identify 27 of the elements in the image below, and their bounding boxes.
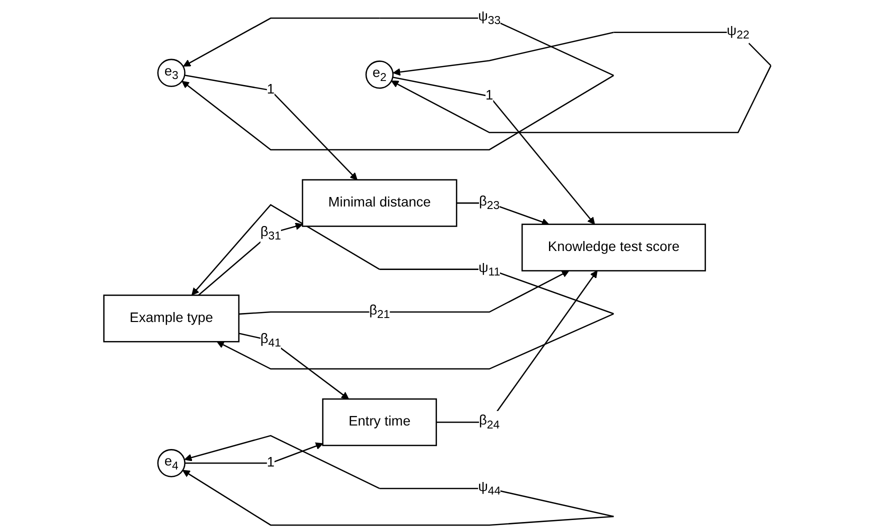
- node-box: Knowledge test score: [521, 224, 706, 272]
- node-box: Example type: [102, 294, 240, 342]
- edge-label: β$_{31}$: [260, 224, 281, 242]
- node-circle: e$_{4}$: [156, 449, 186, 478]
- edge-label: β$_{41}$: [260, 332, 281, 350]
- arrow: [238, 270, 569, 315]
- edge-label: 1: [266, 82, 274, 98]
- edge-label: 1: [485, 88, 493, 104]
- edge-label: ψ$_{44}$: [478, 480, 500, 498]
- edge-label: ψ$_{33}$: [478, 9, 500, 27]
- node-circle: e$_{2}$: [364, 60, 394, 89]
- arrow: [392, 76, 595, 225]
- arrow: [198, 222, 302, 296]
- edge-label: β$_{21}$: [368, 303, 390, 321]
- arrow: [238, 332, 349, 400]
- node-box: Minimal distance: [301, 179, 457, 227]
- arrow: [436, 270, 598, 423]
- arrow: [184, 74, 358, 180]
- edge-label: ψ$_{11}$: [478, 260, 500, 278]
- edge-label: β$_{24}$: [478, 414, 500, 431]
- node-box: Entry time: [322, 398, 436, 446]
- arrow: [191, 204, 614, 370]
- edge-label: 1: [266, 455, 274, 470]
- arrow: [456, 202, 549, 226]
- edge-label: β$_{23}$: [478, 194, 500, 212]
- edge-label: ψ$_{22}$: [726, 24, 749, 42]
- node-circle: e$_{3}$: [156, 58, 186, 88]
